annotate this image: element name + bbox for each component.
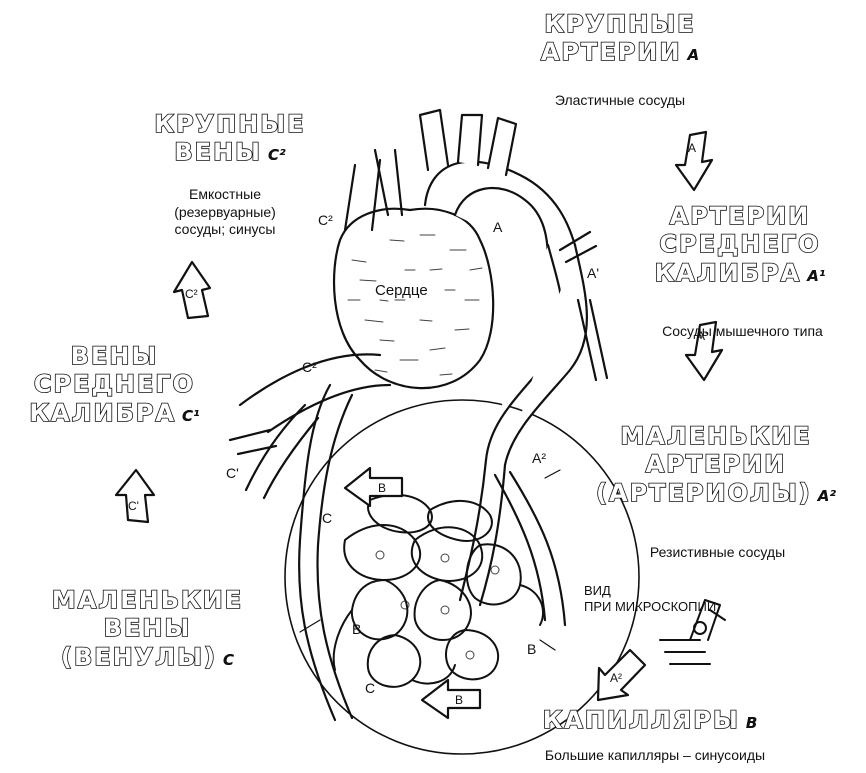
medium-arteries-heading: АРТЕРИИ СРЕДНЕГО КАЛИБРА A¹ bbox=[625, 202, 855, 287]
arrow-label-b-bottom: B bbox=[455, 693, 463, 707]
arrow-label-c2: C² bbox=[185, 287, 198, 301]
label-a2: A² bbox=[532, 450, 546, 466]
heading-line: ВЕНЫ bbox=[2, 342, 227, 370]
label-c-bottom: C bbox=[365, 680, 375, 696]
vessel-tag: C bbox=[223, 651, 234, 669]
label-b-left: B bbox=[352, 621, 361, 637]
heading-line: АРТЕРИИ A bbox=[520, 38, 720, 66]
heading-word: КАПИЛЛЯРЫ bbox=[543, 706, 740, 734]
arrow-label-b-top: B bbox=[378, 481, 386, 495]
label-a: A bbox=[493, 219, 503, 235]
heading-line: КАЛИБРА C¹ bbox=[2, 399, 227, 427]
arrow-label-a2: A² bbox=[610, 671, 622, 685]
desc-line: Емкостные bbox=[135, 186, 315, 204]
heading-word: КАЛИБРА bbox=[29, 399, 176, 427]
vessel-tag: C² bbox=[268, 146, 286, 164]
vessel-tag: A¹ bbox=[807, 267, 825, 285]
desc-line: сосуды; синусы bbox=[135, 221, 315, 239]
label-a1: A' bbox=[587, 265, 599, 281]
heading-line: АРТЕРИИ bbox=[570, 450, 862, 478]
desc-line: (резервуарные) bbox=[135, 204, 315, 222]
heading-line: (АРТЕРИОЛЫ) A² bbox=[570, 479, 862, 507]
label-c: C bbox=[322, 510, 332, 526]
heading-line: КРУПНЫЕ bbox=[130, 110, 330, 138]
heart-label: Сердце bbox=[375, 282, 428, 299]
heading-line: МАЛЕНЬКИЕ bbox=[20, 586, 275, 614]
small-arteries-heading: МАЛЕНЬКИЕ АРТЕРИИ (АРТЕРИОЛЫ) A² bbox=[570, 422, 862, 507]
microscopy-line-1: ВИД bbox=[584, 583, 716, 599]
label-c1: C' bbox=[226, 465, 239, 481]
microscopy-line-2: ПРИ МИКРОСКОПИИ bbox=[584, 599, 716, 615]
heading-line: МАЛЕНЬКИЕ bbox=[570, 422, 862, 450]
arrow-label-c1: C' bbox=[128, 499, 139, 513]
arrow-b-top bbox=[345, 468, 402, 506]
heading-line: ВЕНЫ C² bbox=[130, 138, 330, 166]
large-arteries-desc: Эластичные сосуды bbox=[530, 92, 710, 110]
capillaries-heading: КАПИЛЛЯРЫ B bbox=[515, 706, 785, 734]
small-veins-heading: МАЛЕНЬКИЕ ВЕНЫ (ВЕНУЛЫ) C bbox=[20, 586, 275, 671]
vessel-tag: A² bbox=[818, 487, 836, 505]
arrow-c1 bbox=[116, 470, 154, 522]
heading-word: (АРТЕРИОЛЫ) bbox=[596, 479, 812, 507]
heading-line: СРЕДНЕГО bbox=[2, 370, 227, 398]
heading-word: (ВЕНУЛЫ) bbox=[61, 643, 217, 671]
medium-veins-heading: ВЕНЫ СРЕДНЕГО КАЛИБРА C¹ bbox=[2, 342, 227, 427]
heading-line: КАЛИБРА A¹ bbox=[625, 259, 855, 287]
label-b-right: B bbox=[527, 641, 536, 657]
microscopy-label: ВИД ПРИ МИКРОСКОПИИ bbox=[584, 583, 716, 614]
arrow-label-a: A bbox=[688, 141, 696, 155]
heading-word: ВЕНЫ bbox=[174, 138, 262, 166]
vessel-tag: C¹ bbox=[182, 407, 200, 425]
heading-line: СРЕДНЕГО bbox=[625, 230, 855, 258]
large-veins-desc: Емкостные (резервуарные) сосуды; синусы bbox=[135, 186, 315, 239]
heading-line: АРТЕРИИ bbox=[625, 202, 855, 230]
label-c2-top: C² bbox=[318, 212, 333, 228]
heading-word: КАЛИБРА bbox=[655, 259, 802, 287]
label-c2-mid: C² bbox=[302, 359, 317, 375]
large-arteries-heading: КРУПНЫЕ АРТЕРИИ A bbox=[520, 10, 720, 67]
large-veins-heading: КРУПНЫЕ ВЕНЫ C² bbox=[130, 110, 330, 167]
arrow-b-bottom bbox=[422, 680, 480, 718]
heading-word: АРТЕРИИ bbox=[541, 38, 682, 66]
vessel-tag: B bbox=[746, 714, 757, 732]
small-arteries-desc: Резистивные сосуды bbox=[610, 544, 825, 562]
vessel-tag: A bbox=[688, 46, 700, 64]
heading-line: (ВЕНУЛЫ) C bbox=[20, 643, 275, 671]
heading-line: КАПИЛЛЯРЫ B bbox=[515, 706, 785, 734]
medium-arteries-desc: Сосуды мышечного типа bbox=[630, 323, 855, 341]
heading-line: ВЕНЫ bbox=[20, 614, 275, 642]
capillaries-desc: Большие капилляры – синусоиды bbox=[505, 747, 805, 765]
heading-line: КРУПНЫЕ bbox=[520, 10, 720, 38]
